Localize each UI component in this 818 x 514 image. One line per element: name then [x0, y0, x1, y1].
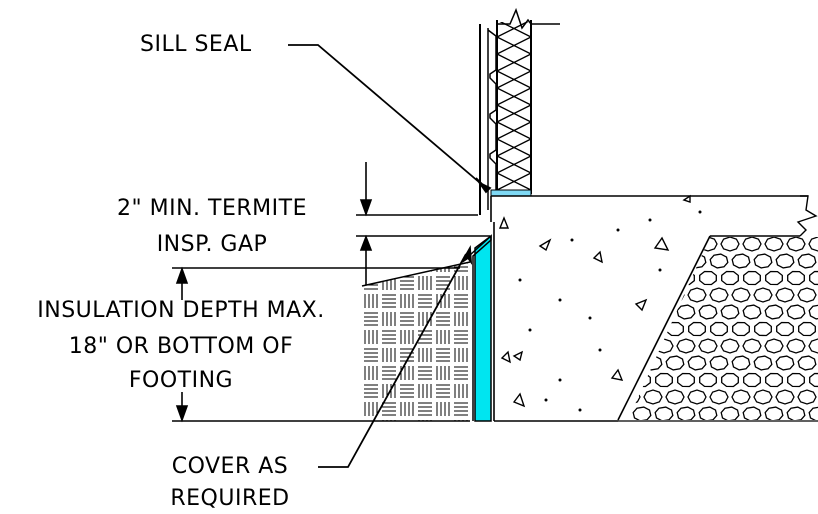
soil-hatch — [364, 262, 468, 421]
concrete-slab-footing — [490, 195, 818, 422]
gravel-fill — [628, 237, 818, 420]
termite-gap-label-line1: 2" MIN. TERMITE — [117, 196, 307, 221]
sill-seal — [490, 189, 532, 197]
termite-gap-label-line2: INSP. GAP — [156, 232, 268, 257]
sill-seal-label: SILL SEAL — [140, 32, 252, 57]
leader-lines — [288, 44, 492, 468]
insulation-depth-dimension — [172, 266, 470, 423]
cover-label-line2: REQUIRED — [170, 486, 290, 511]
concrete-aggregate — [498, 194, 702, 412]
insulation-cover — [469, 234, 492, 421]
insulation-depth-label-line2: 18" OR BOTTOM OF — [68, 334, 294, 359]
insulation-depth-label-line1: INSULATION DEPTH MAX. — [37, 298, 325, 323]
grade-line — [361, 261, 471, 287]
rigid-insulation-board — [474, 234, 492, 422]
cover-label-line1: COVER AS — [171, 454, 289, 479]
batt-insulation — [497, 22, 531, 194]
termite-gap-dimension — [356, 162, 490, 285]
insulation-depth-label-line3: FOOTING — [128, 368, 234, 393]
